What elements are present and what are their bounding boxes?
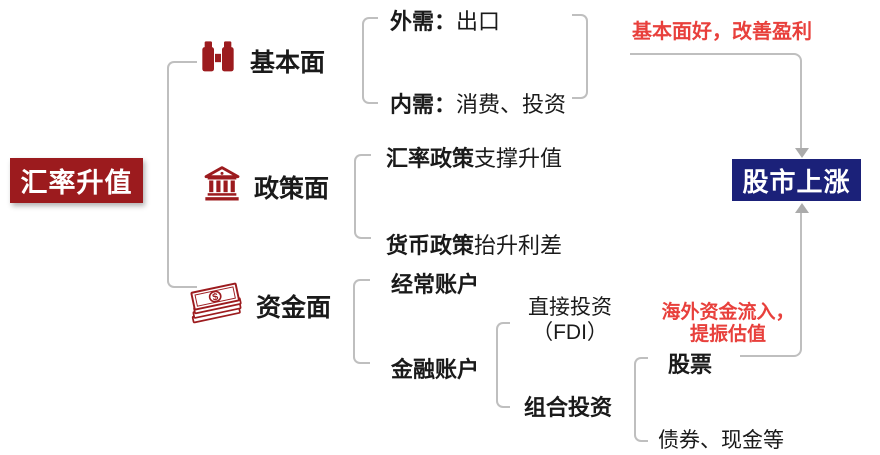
node-fx-policy: 汇率政策支撑升值 <box>386 141 562 173</box>
node-external-demand: 外需：出口 <box>390 4 500 36</box>
direct-investment-line1: 直接投资 <box>528 296 612 319</box>
connector-bottom <box>740 213 802 357</box>
bracket-fundamental <box>362 17 378 104</box>
node-portfolio-investment: 组合投资 <box>524 395 613 420</box>
domestic-demand-keyword: 内需： <box>390 92 457 117</box>
node-bonds-cash: 债券、现金等 <box>658 429 784 452</box>
node-monetary-policy: 货币政策抬升利差 <box>386 228 562 260</box>
binoculars-icon <box>198 38 238 83</box>
bracket-main <box>167 61 197 288</box>
svg-text:$: $ <box>211 292 219 304</box>
target-box: 股市上涨 <box>732 159 861 201</box>
arrow-down-head <box>795 148 809 158</box>
annotation-fundamentals: 基本面好，改善盈利 <box>632 21 812 43</box>
fx-policy-detail: 支撑升值 <box>474 146 563 171</box>
monetary-policy-keyword: 货币政策 <box>386 233 475 258</box>
node-stocks: 股票 <box>668 352 713 377</box>
node-financial-account: 金融账户 <box>391 357 480 382</box>
node-domestic-demand: 内需：消费、投资 <box>390 87 566 119</box>
direct-investment-line2: （FDI） <box>532 321 608 344</box>
branch-policy: 政策面 <box>202 164 329 209</box>
node-direct-investment: 直接投资 （FDI） <box>518 295 622 345</box>
branch-label-policy: 政策面 <box>254 174 330 203</box>
external-demand-keyword: 外需： <box>390 9 457 34</box>
annotation-foreign-capital-line2: 提振估值 <box>689 324 766 345</box>
external-demand-detail: 出口 <box>456 9 501 34</box>
bracket-capital <box>353 279 370 364</box>
money-stack-icon: $ <box>188 280 244 331</box>
branch-label-capital: 资金面 <box>256 293 332 322</box>
bank-icon <box>202 164 242 209</box>
root-label: 汇率升值 <box>20 168 133 198</box>
node-current-account: 经常账户 <box>391 272 480 297</box>
domestic-demand-detail: 消费、投资 <box>456 92 567 117</box>
annotation-foreign-capital: 海外资金流入， 提振估值 <box>648 302 808 346</box>
root-box: 汇率升值 <box>10 158 143 203</box>
branch-fundamental: 基本面 <box>198 38 325 83</box>
branch-label-fundamental: 基本面 <box>250 48 326 77</box>
bracket-close-fundamental <box>572 14 588 99</box>
connector-top <box>630 53 802 150</box>
arrow-up-head <box>795 203 809 213</box>
target-label: 股市上涨 <box>742 166 851 197</box>
annotation-foreign-capital-line1: 海外资金流入， <box>661 302 795 323</box>
monetary-policy-detail: 抬升利差 <box>474 233 563 258</box>
bracket-policy <box>354 154 371 239</box>
fx-policy-keyword: 汇率政策 <box>386 146 475 171</box>
branch-capital: $ 资金面 <box>188 280 331 331</box>
bracket-financial-account <box>496 322 510 408</box>
bracket-portfolio <box>634 357 648 442</box>
